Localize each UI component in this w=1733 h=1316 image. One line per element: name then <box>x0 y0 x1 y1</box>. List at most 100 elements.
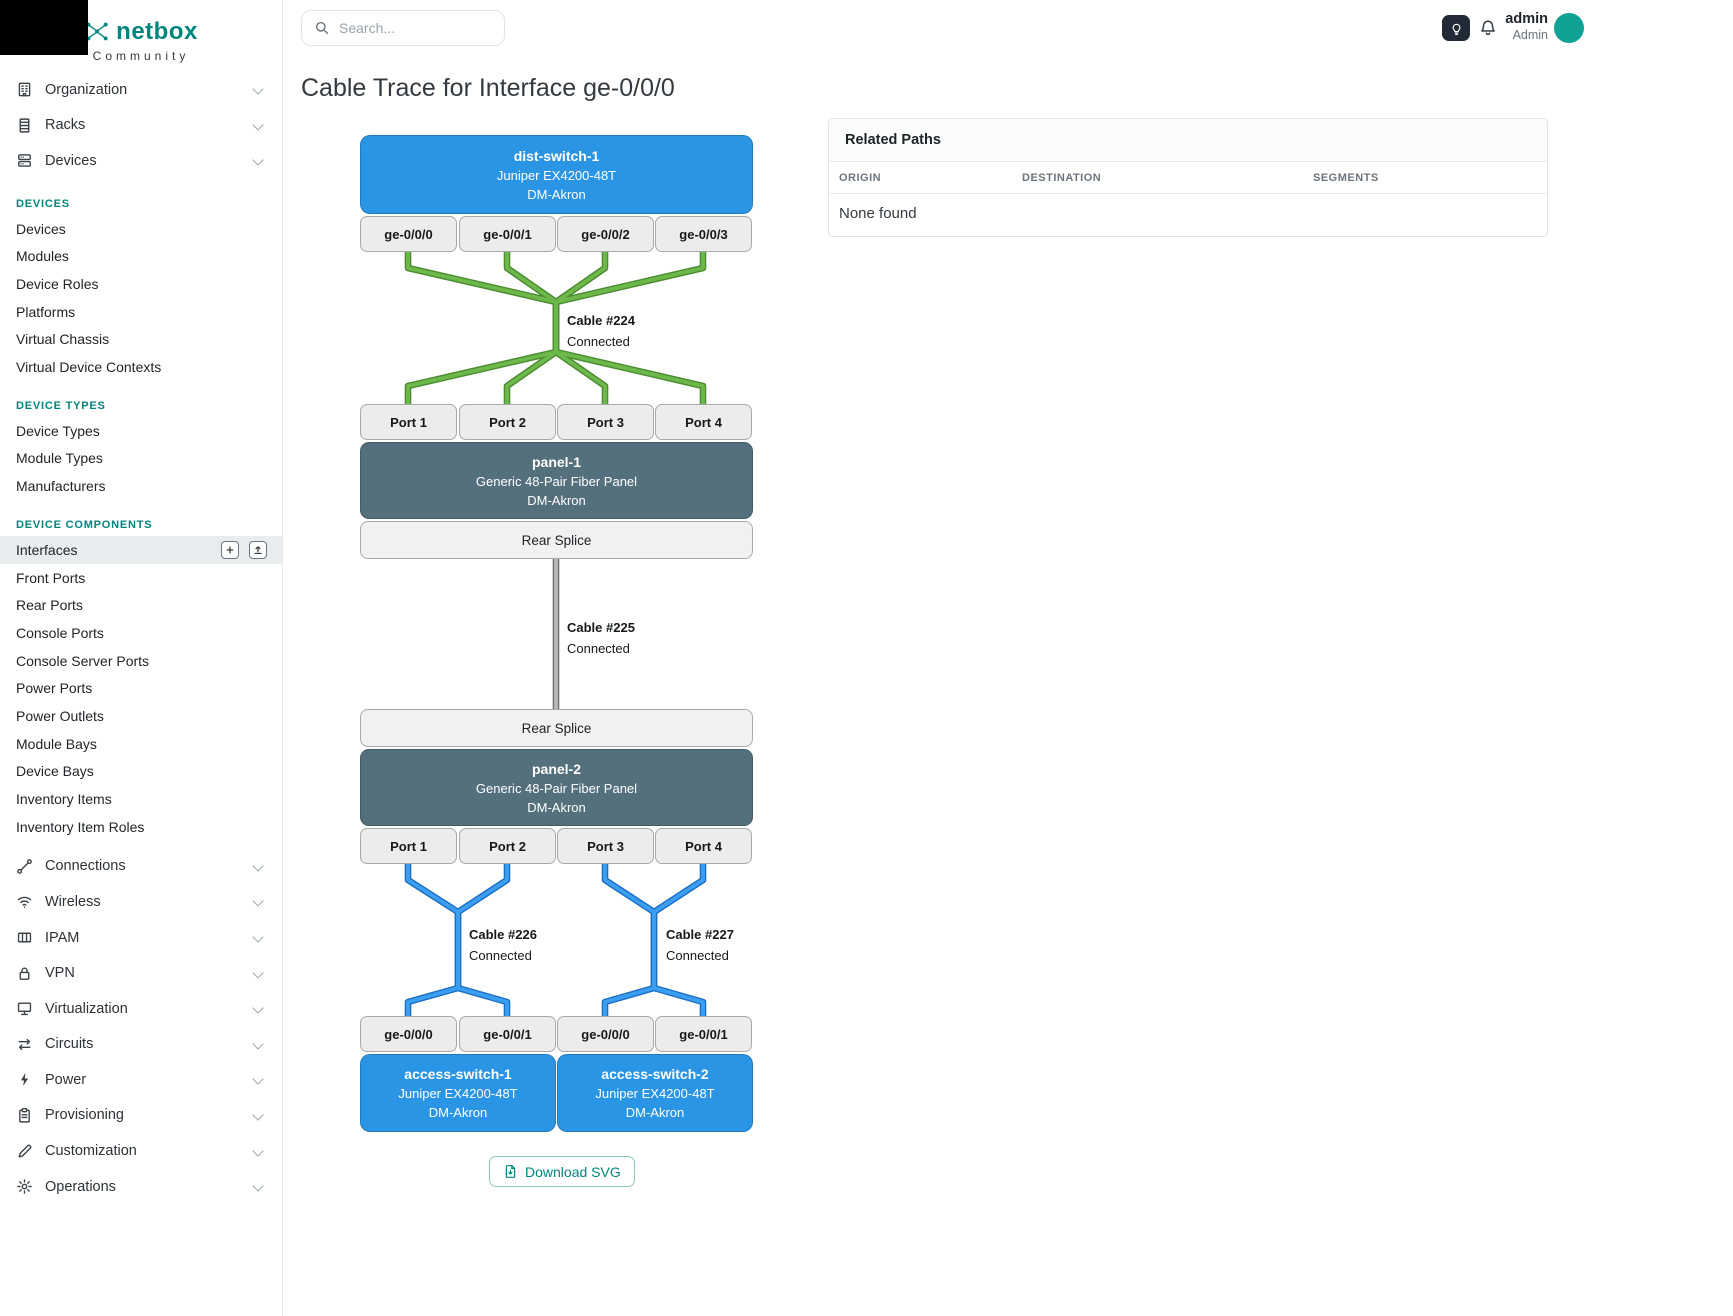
chevron-down-icon <box>253 1181 264 1192</box>
chevron-down-icon <box>253 932 264 943</box>
sidebar-item-front-ports[interactable]: Front Ports <box>16 569 86 586</box>
device-node-access-switch-1[interactable]: access-switch-1 Juniper EX4200-48T DM-Ak… <box>360 1054 556 1132</box>
dist-port-4[interactable]: ge-0/0/3 <box>655 216 752 252</box>
sidebar-group-ipam[interactable]: IPAM <box>0 920 282 956</box>
lightning-icon <box>16 1071 33 1088</box>
sidebar-item-modules[interactable]: Modules <box>16 248 69 265</box>
sidebar-section-devices: DEVICES <box>16 197 70 210</box>
sidebar-item-inventory-item-roles[interactable]: Inventory Item Roles <box>16 818 145 835</box>
download-svg-button[interactable]: Download SVG <box>489 1156 635 1187</box>
panel1-rear-splice[interactable]: Rear Splice <box>360 521 753 559</box>
brand-name: netbox <box>116 17 198 45</box>
panel1-port-3[interactable]: Port 3 <box>557 404 654 440</box>
lightbulb-icon <box>1452 23 1460 35</box>
sidebar-group-label: Wireless <box>45 893 101 910</box>
cable-225-label[interactable]: Cable #225 Connected <box>567 620 635 656</box>
device-name: panel-2 <box>531 760 581 777</box>
sidebar-group-provisioning[interactable]: Provisioning <box>0 1098 282 1134</box>
device-model: Juniper EX4200-48T <box>496 167 617 183</box>
sidebar-group-label: Virtualization <box>45 1000 128 1017</box>
user-role: Admin <box>1512 28 1548 42</box>
chevron-down-icon <box>253 896 264 907</box>
bell-icon <box>1481 20 1495 36</box>
sidebar-group-label: IPAM <box>45 929 80 946</box>
sidebar-item-inventory-items[interactable]: Inventory Items <box>16 791 112 807</box>
avatar[interactable] <box>1554 13 1584 43</box>
cable-id: Cable #224 <box>567 313 635 328</box>
panel1-port-2[interactable]: Port 2 <box>459 404 556 440</box>
panel2-port-3[interactable]: Port 3 <box>557 828 654 864</box>
sidebar-item-module-bays[interactable]: Module Bays <box>16 735 97 752</box>
sidebar-item-console-ports[interactable]: Console Ports <box>16 624 104 641</box>
chevron-down-icon <box>253 155 264 166</box>
search-input[interactable] <box>339 20 492 36</box>
server-icon <box>16 152 33 169</box>
panel2-port-4[interactable]: Port 4 <box>655 828 752 864</box>
device-node-dist-switch-1[interactable]: dist-switch-1 Juniper EX4200-48T DM-Akro… <box>360 135 753 214</box>
panel2-port-1[interactable]: Port 1 <box>360 828 457 864</box>
sidebar-item-power-ports[interactable]: Power Ports <box>16 680 93 697</box>
monitor-icon <box>16 1000 33 1017</box>
brand[interactable]: netbox Community <box>0 0 282 72</box>
sidebar-group-operations[interactable]: Operations <box>0 1169 282 1205</box>
device-name: access-switch-2 <box>601 1066 709 1082</box>
sidebar-group-label: Devices <box>45 152 97 169</box>
sidebar-item-devices[interactable]: Devices <box>16 220 66 237</box>
sidebar-item-power-outlets[interactable]: Power Outlets <box>16 707 104 724</box>
access1-port-1[interactable]: ge-0/0/0 <box>360 1016 457 1052</box>
sidebar-item-rear-ports[interactable]: Rear Ports <box>16 597 83 614</box>
sidebar-item-platforms[interactable]: Platforms <box>16 303 76 320</box>
device-node-panel-2[interactable]: panel-2 Generic 48-Pair Fiber Panel DM-A… <box>360 749 753 826</box>
notifications-button[interactable] <box>1478 17 1498 37</box>
cable-224-label[interactable]: Cable #224 Connected <box>567 313 635 349</box>
sidebar-group-label: Racks <box>45 117 86 134</box>
dist-port-2[interactable]: ge-0/0/1 <box>459 216 556 252</box>
sidebar-group-customization[interactable]: Customization <box>0 1133 282 1169</box>
panel1-port-4[interactable]: Port 4 <box>655 404 752 440</box>
sidebar-group-wireless[interactable]: Wireless <box>0 884 282 920</box>
sidebar-group-vpn[interactable]: VPN <box>0 955 282 991</box>
sidebar-item-manufacturers[interactable]: Manufacturers <box>16 478 106 495</box>
device-site: DM-Akron <box>527 492 586 508</box>
cable-id: Cable #226 <box>469 927 537 942</box>
sidebar-group-racks[interactable]: Racks <box>0 108 282 144</box>
sidebar-group-virtualization[interactable]: Virtualization <box>0 991 282 1027</box>
sidebar-item-device-types[interactable]: Device Types <box>16 422 100 439</box>
device-node-panel-1[interactable]: panel-1 Generic 48-Pair Fiber Panel DM-A… <box>360 442 753 519</box>
access2-port-2[interactable]: ge-0/0/1 <box>655 1016 752 1052</box>
sidebar-group-power[interactable]: Power <box>0 1062 282 1098</box>
add-interface-button[interactable] <box>221 540 239 559</box>
cable-227-label[interactable]: Cable #227 Connected <box>666 927 734 963</box>
dark-corner <box>0 0 88 55</box>
sidebar-group-organization[interactable]: Organization <box>0 72 282 108</box>
sidebar-group-label: Connections <box>45 858 126 875</box>
user-menu[interactable]: admin Admin <box>1462 11 1548 42</box>
sidebar-item-module-types[interactable]: Module Types <box>16 450 103 467</box>
device-node-access-switch-2[interactable]: access-switch-2 Juniper EX4200-48T DM-Ak… <box>557 1054 753 1132</box>
access1-port-2[interactable]: ge-0/0/1 <box>459 1016 556 1052</box>
sidebar-group-label: VPN <box>45 965 75 982</box>
chevron-down-icon <box>253 1110 264 1121</box>
cable-226-label[interactable]: Cable #226 Connected <box>469 927 537 963</box>
sidebar-group-circuits[interactable]: Circuits <box>0 1027 282 1063</box>
import-interfaces-button[interactable] <box>249 540 267 559</box>
cable-224-lines <box>408 252 703 404</box>
panel1-port-1[interactable]: Port 1 <box>360 404 457 440</box>
access2-port-1[interactable]: ge-0/0/0 <box>557 1016 654 1052</box>
panel2-rear-splice[interactable]: Rear Splice <box>360 709 753 747</box>
sidebar-group-connections[interactable]: Connections <box>0 849 282 885</box>
sidebar-item-console-server-ports[interactable]: Console Server Ports <box>16 652 150 669</box>
related-paths-empty: None found <box>839 205 917 222</box>
sidebar-item-device-roles[interactable]: Device Roles <box>16 276 99 292</box>
sidebar-item-virtual-device-contexts[interactable]: Virtual Device Contexts <box>16 359 162 376</box>
sidebar-item-interfaces[interactable]: Interfaces <box>0 535 282 564</box>
related-paths-title: Related Paths <box>829 119 1547 162</box>
sidebar-item-device-bays[interactable]: Device Bays <box>16 763 94 780</box>
sidebar-group-devices[interactable]: Devices <box>0 143 282 179</box>
panel2-port-2[interactable]: Port 2 <box>459 828 556 864</box>
dist-port-1[interactable]: ge-0/0/0 <box>360 216 457 252</box>
theme-toggle-button[interactable] <box>1442 15 1470 41</box>
device-model: Generic 48-Pair Fiber Panel <box>475 473 638 489</box>
dist-port-3[interactable]: ge-0/0/2 <box>557 216 654 252</box>
sidebar-item-virtual-chassis[interactable]: Virtual Chassis <box>16 331 110 348</box>
